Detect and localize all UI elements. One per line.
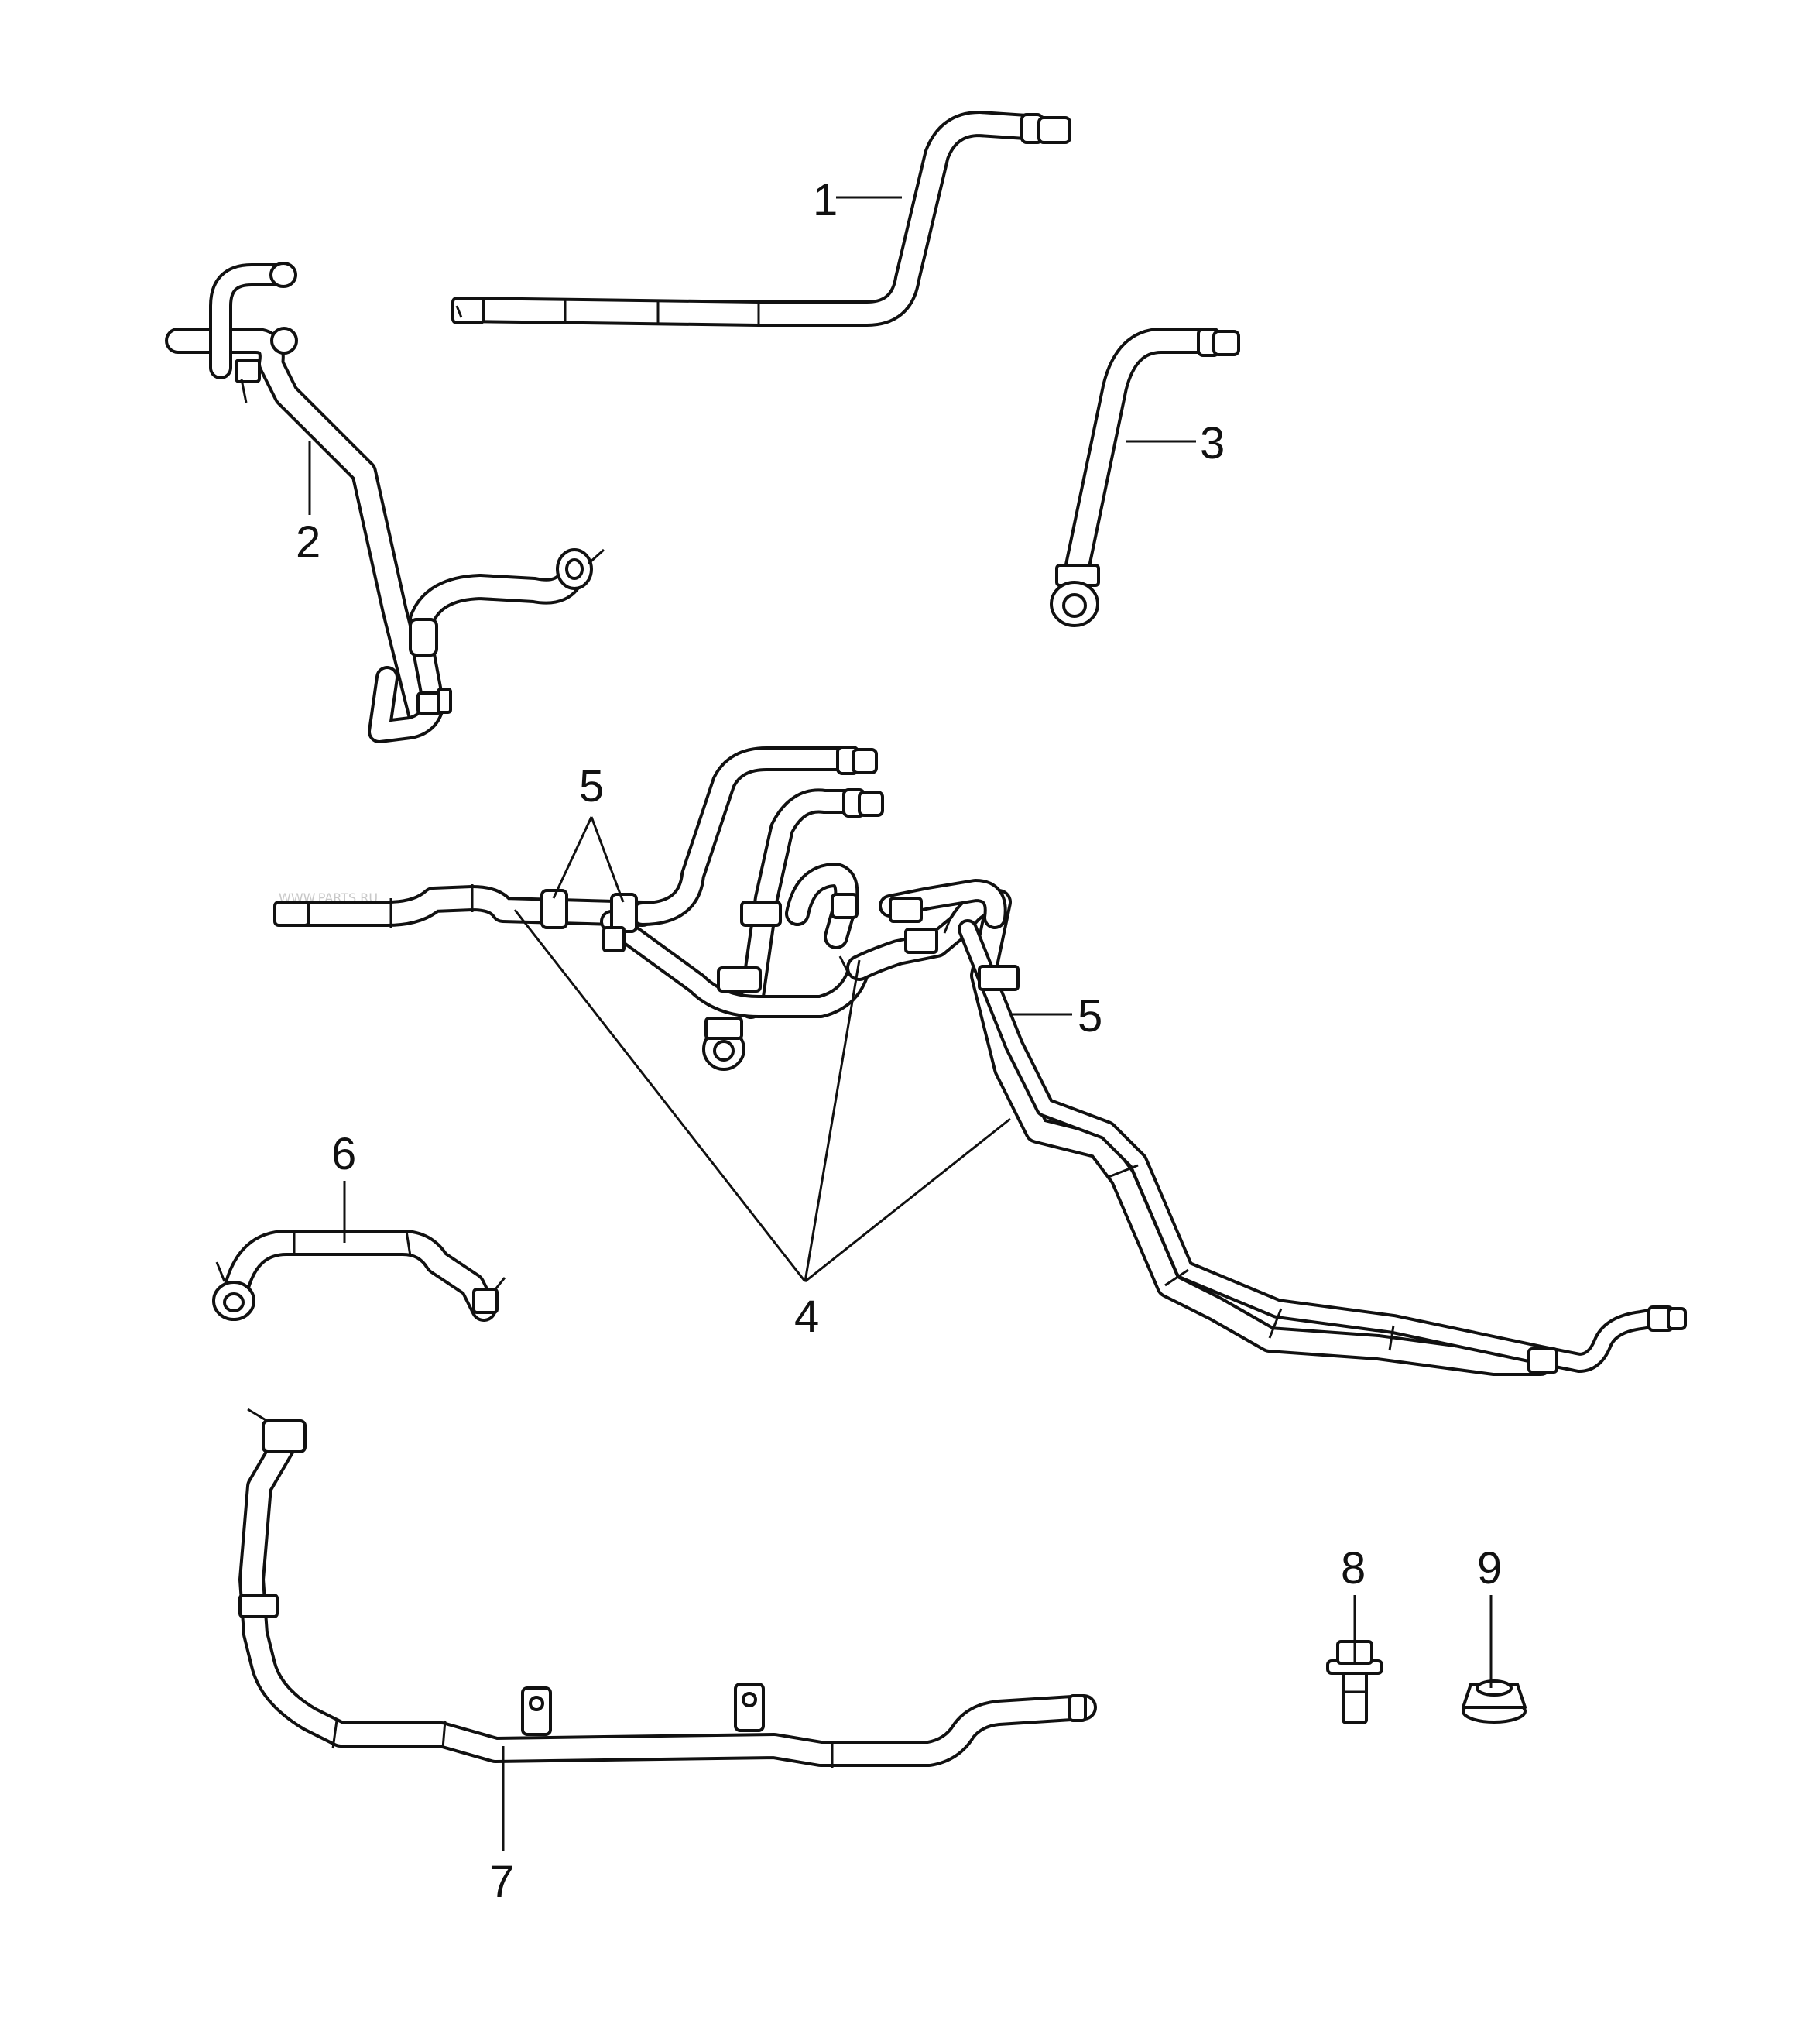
part-1-hose[interactable] (451, 111, 1071, 327)
callout-4: 4 (794, 1292, 819, 1342)
callout-5-top: 5 (579, 761, 604, 811)
callout-6: 6 (331, 1129, 356, 1179)
callout-8: 8 (1341, 1543, 1366, 1594)
callout-3: 3 (1200, 418, 1225, 468)
clamp-3 (740, 901, 782, 927)
clamp-1 (540, 889, 568, 929)
part-8-bolt[interactable] (1326, 1640, 1383, 1724)
part-3-hose[interactable] (1050, 328, 1240, 627)
clamp-2 (610, 893, 638, 933)
part-7-hose[interactable] (238, 1408, 1097, 1768)
part-5-clamps[interactable] (540, 889, 1020, 993)
callout-7: 7 (489, 1857, 514, 1907)
callout-9: 9 (1477, 1543, 1502, 1594)
callout-5-right: 5 (1078, 991, 1102, 1041)
clamp-5 (978, 965, 1020, 991)
callout-1: 1 (813, 175, 838, 225)
clamp-4 (717, 966, 762, 993)
callout-2: 2 (296, 517, 320, 568)
part-6-hose[interactable] (212, 1230, 506, 1322)
part-9-nut[interactable] (1462, 1679, 1527, 1724)
part-2-hose[interactable] (165, 262, 605, 743)
part-4-hose-assembly[interactable] (273, 746, 1687, 1376)
leader-lines (308, 196, 1493, 1851)
callouts: 1 2 3 4 5 5 6 7 8 9 (296, 175, 1502, 1907)
